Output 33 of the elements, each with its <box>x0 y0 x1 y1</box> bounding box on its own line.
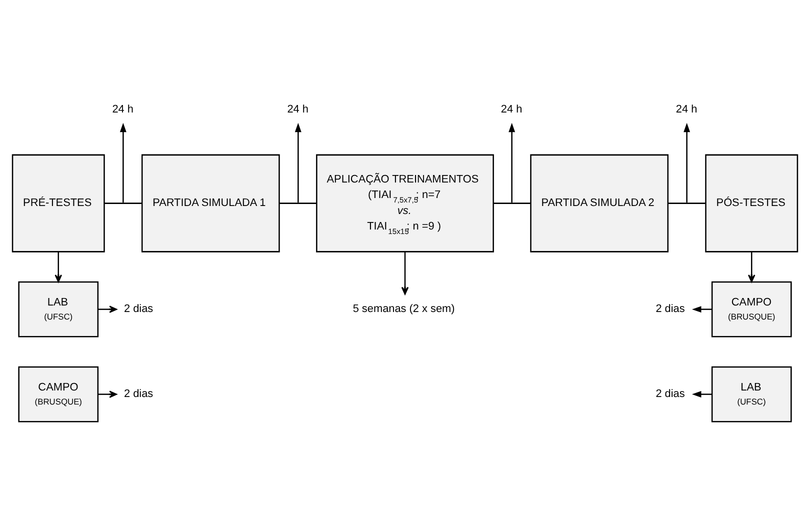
arrow <box>120 122 126 202</box>
node-box: PRÉ-TESTES <box>12 154 105 252</box>
node-box: CAMPO (BRUSQUE) <box>711 280 792 337</box>
node-box: LAB (UFSC) <box>18 280 99 337</box>
arrow <box>748 251 756 282</box>
node-text: 24 h <box>287 102 308 115</box>
arrow <box>508 122 516 202</box>
arrow <box>98 390 118 398</box>
node-text: 24 h <box>500 102 522 115</box>
connector <box>493 202 531 204</box>
node-text: 5 semanas (2 x sem) <box>352 302 455 315</box>
node-box: APLICAÇÃO TREINAMENTOS (TIAI$_{7,5x7,5}$; n=7 vs. TIAI$_{15x15}$; n =9 ) <box>316 154 494 252</box>
node-text: 2 dias <box>656 388 685 400</box>
node-text: 24 h <box>676 102 698 115</box>
connector <box>279 202 317 204</box>
node-box: CAMPO (BRUSQUE) <box>18 366 99 422</box>
arrow <box>692 390 712 398</box>
arrow <box>98 305 118 312</box>
node-box: PÓS-TESTES <box>705 154 798 252</box>
connector <box>668 202 706 204</box>
node-box: LAB (UFSC) <box>711 366 792 422</box>
connector <box>104 202 142 204</box>
arrow <box>684 122 690 202</box>
node-text: 2 dias <box>124 388 154 400</box>
arrow <box>294 122 302 202</box>
node-box: PARTIDA SIMULADA 1 <box>141 154 280 252</box>
node-text: 2 dias <box>656 302 685 315</box>
node-text: 2 dias <box>124 302 154 315</box>
arrow <box>401 251 409 294</box>
arrow <box>54 251 62 282</box>
node-text: 24 h <box>112 102 134 115</box>
arrow <box>692 306 712 312</box>
node-box: PARTIDA SIMULADA 2 <box>530 154 669 252</box>
